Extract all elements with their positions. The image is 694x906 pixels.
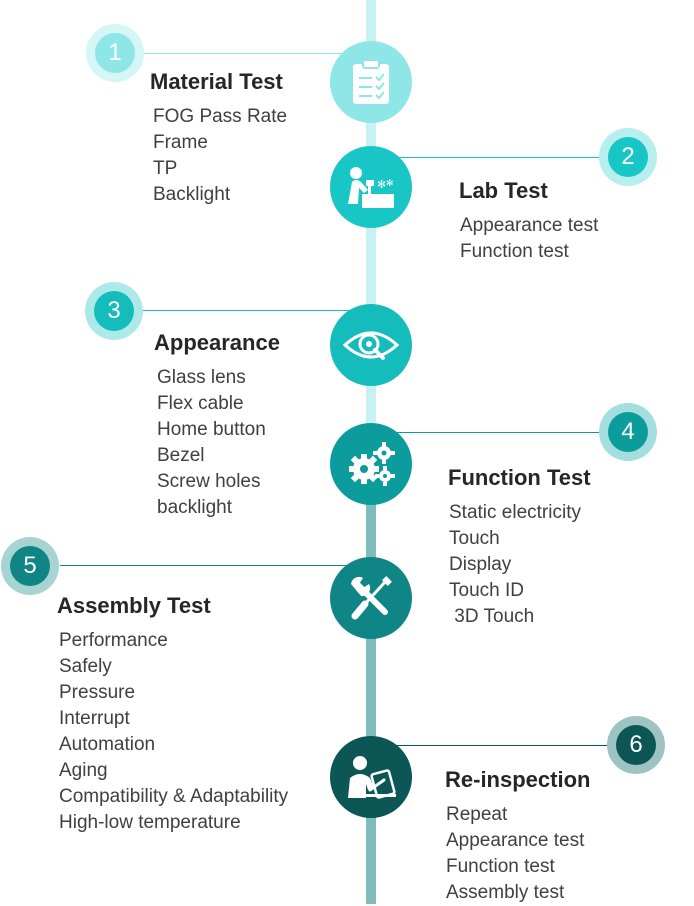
list-item: Touch ID (449, 580, 524, 601)
step-5-badge: 5 (1, 537, 59, 595)
list-item: High-low temperature (59, 812, 241, 833)
list-item: Function test (446, 856, 555, 877)
wrench-screwdriver-icon (351, 576, 392, 620)
step-6-badge: 6 (607, 716, 665, 774)
step-3-title: Appearance (154, 330, 280, 355)
step-6-title: Re-inspection (445, 767, 591, 792)
step-5-title: Assembly Test (57, 593, 211, 618)
list-item: Performance (59, 630, 168, 651)
list-item: Appearance test (446, 830, 585, 851)
svg-text:✻: ✻ (377, 178, 386, 191)
step-4-badge: 4 (599, 403, 657, 461)
clipboard-checklist-icon (353, 59, 389, 104)
step-1-number: 1 (95, 33, 135, 73)
step-4-title: Function Test (448, 465, 591, 490)
timeline-track-upper (366, 0, 376, 460)
list-item: Function test (460, 241, 569, 262)
step-5-icon-circle (330, 557, 412, 639)
list-item: backlight (157, 497, 232, 518)
step-5-items: Performance Safely Pressure Interrupt Au… (59, 628, 288, 836)
list-item: Assembly test (446, 882, 565, 903)
svg-text:✻: ✻ (386, 179, 394, 189)
step-3-icon-circle (330, 304, 412, 386)
list-item: Home button (157, 419, 266, 440)
list-item: Aging (59, 760, 108, 781)
list-item: Appearance test (460, 215, 599, 236)
list-item: Frame (153, 132, 208, 153)
step-4-items: Static electricity Touch Display Touch I… (449, 500, 581, 630)
step-2-items: Appearance test Function test (460, 213, 598, 265)
connector-line-5 (60, 565, 372, 566)
list-item: FOG Pass Rate (153, 106, 288, 127)
list-item: Touch (449, 528, 500, 549)
timeline-track-lower (366, 460, 376, 904)
step-6-number: 6 (616, 725, 656, 765)
list-item: Display (449, 554, 512, 575)
step-6-icon-circle (330, 736, 412, 818)
connector-line-6 (372, 745, 612, 746)
step-2-badge: 2 (599, 128, 657, 186)
gears-icon (349, 442, 395, 486)
connector-line-3 (140, 310, 372, 311)
list-item: Safely (59, 656, 112, 677)
list-item: 3D Touch (449, 606, 535, 627)
step-6-items: Repeat Appearance test Function test Ass… (446, 802, 584, 906)
list-item: Backlight (153, 184, 231, 205)
list-item: Pressure (59, 682, 136, 703)
person-writing-clipboard-icon (348, 756, 396, 799)
list-item: TP (153, 158, 178, 179)
step-1-badge: 1 (86, 24, 144, 82)
list-item: Compatibility & Adaptability (59, 786, 289, 807)
eye-inspection-icon (343, 331, 399, 360)
list-item: Bezel (157, 445, 205, 466)
list-item: Flex cable (157, 393, 244, 414)
step-3-badge: 3 (85, 282, 143, 340)
step-3-number: 3 (94, 291, 134, 331)
list-item: Repeat (446, 804, 508, 825)
step-2-number: 2 (608, 137, 648, 177)
list-item: Automation (59, 734, 156, 755)
step-1-items: FOG Pass Rate Frame TP Backlight (153, 104, 287, 208)
step-5-number: 5 (10, 546, 50, 586)
list-item: Glass lens (157, 367, 246, 388)
connector-line-4 (372, 432, 604, 433)
step-1-title: Material Test (150, 69, 283, 94)
step-2-title: Lab Test (459, 178, 548, 203)
lab-worker-microscope-icon: ✻ ✻ (348, 167, 394, 208)
step-2-icon-circle: ✻ ✻ (330, 146, 412, 228)
list-item: Screw holes (157, 471, 261, 492)
list-item: Static electricity (449, 502, 581, 523)
step-1-icon-circle (330, 41, 412, 123)
step-4-number: 4 (608, 412, 648, 452)
connector-line-2 (372, 157, 604, 158)
step-3-items: Glass lens Flex cable Home button Bezel … (157, 365, 266, 521)
connector-line-1 (140, 53, 372, 54)
step-4-icon-circle (330, 423, 412, 505)
list-item: Interrupt (59, 708, 130, 729)
